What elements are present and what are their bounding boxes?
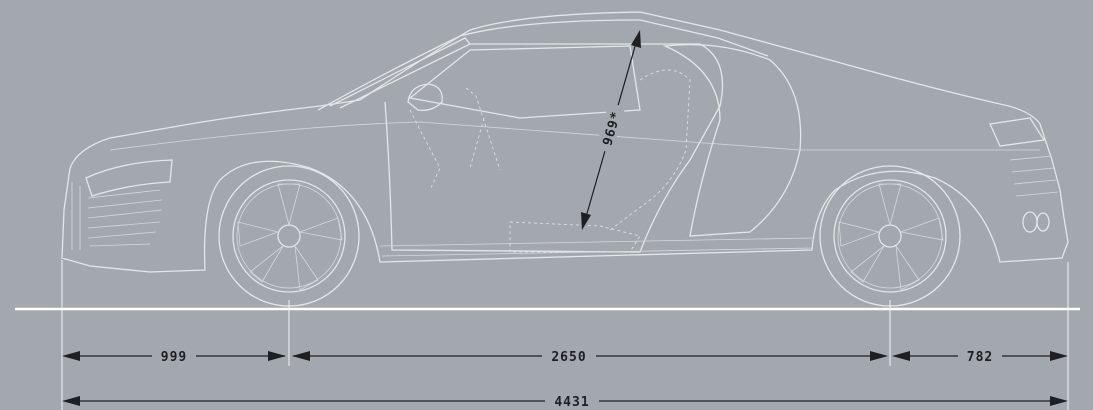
dimension-lines: 999 2650 782 4431 — [15, 30, 1080, 410]
shoulder-line — [109, 121, 1040, 151]
wheelbase-value: 2650 — [551, 350, 586, 365]
front-console — [409, 109, 441, 191]
pedals-floor — [509, 221, 641, 253]
lower-sill-line — [379, 237, 813, 247]
seat-outline — [609, 69, 691, 231]
front-overhang-dimension: 999 — [62, 347, 286, 365]
front-grille — [71, 182, 163, 250]
door-outline — [384, 43, 724, 253]
rear-wheel — [819, 165, 961, 307]
rocker-line — [381, 247, 813, 257]
a-pillar — [329, 37, 472, 109]
greenhouse — [317, 19, 769, 111]
exhaust-left — [1022, 211, 1038, 233]
front-overhang-value: 999 — [161, 350, 187, 365]
side-blade — [662, 44, 802, 237]
overall-length-dimension: 4431 — [62, 392, 1068, 410]
taillight — [989, 117, 1046, 147]
car-outline — [61, 11, 1069, 273]
wheelbase-dimension: 2650 — [292, 347, 888, 365]
rear-vents — [1009, 155, 1059, 197]
steering-wheel — [465, 87, 501, 171]
rear-overhang-value: 782 — [967, 350, 993, 365]
rear-overhang-dimension: 782 — [892, 347, 1068, 365]
body-silhouette — [61, 11, 1069, 273]
side-window — [408, 45, 641, 119]
exhaust-right — [1036, 212, 1050, 232]
overall-length-value: 4431 — [554, 395, 589, 410]
side-mirror — [407, 83, 443, 111]
front-wheel — [218, 165, 360, 307]
interior-height-value: 969* — [600, 109, 624, 147]
headlight — [85, 159, 173, 197]
